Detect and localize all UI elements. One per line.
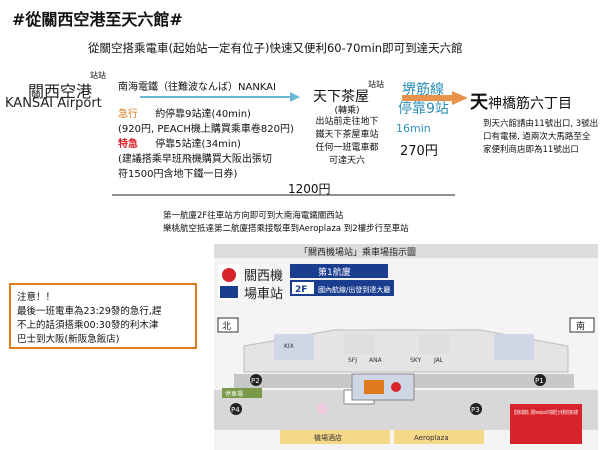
notice-heading: 注意！！ — [17, 292, 56, 303]
destination-station-name: 天神橋筋六丁目 — [470, 88, 572, 114]
express-route: 急行 約停靠9站達(40min) — [118, 105, 251, 120]
terminal-2-shuttle-note — [510, 404, 582, 444]
tokkyu-route: 特急 停靠5站達(34min) — [118, 135, 241, 150]
total-bracket-line — [112, 194, 455, 196]
express-desc: 約停靠9站達(40min) — [155, 109, 251, 120]
terminal-2-note: 樂桃航空抵達第二航廈搭乘接駁車到Aeroplaza 到2樓步行至車站 — [163, 224, 409, 234]
tokkyu-desc: 停靠5站達(34min) — [155, 139, 241, 150]
sakaisuji-line-name: 堺筋線 — [402, 82, 444, 98]
express-fare: (920円, PEACH機上購買乘車卷820円) — [118, 124, 294, 135]
map-red-note: 抵達第2航廈後，請從Aeroplaza1F的接駁巴士(免費)前往第1航廈 — [514, 409, 578, 416]
notice-line: 巴士到大阪(新阪急飯店) — [17, 334, 120, 345]
map-sfj: SFJ — [348, 357, 357, 364]
tokkyu-label: 特急 — [118, 139, 138, 150]
station-map: 「關西機場站」乘車場指示圖 關西機 場車站 第1航廈 2F 國內航線/出發到達大… — [214, 244, 598, 450]
tenga-note-line: 可達天六 — [328, 156, 366, 166]
parking-icon — [534, 374, 546, 386]
sakaisuji-time: 16min — [396, 122, 431, 135]
arrow-right-icon — [402, 91, 468, 105]
map-bus-stop: 停車場 — [225, 390, 243, 398]
map-jal: JAL — [433, 357, 444, 364]
destination-prefix: 天 — [470, 92, 488, 113]
tenga-note-line: 出站前走往地下 — [315, 117, 379, 127]
origin-station-mark: 站站 — [90, 71, 106, 80]
origin-station-name: 關西空港 — [28, 82, 93, 101]
express-label: 急行 — [118, 109, 138, 120]
tokkyu-note-1: (建議搭乘早班飛機購買大阪出張切 — [118, 154, 272, 165]
parking-icon — [250, 374, 262, 386]
map-sky: SKY — [410, 357, 422, 364]
notice-line: 不上的話須搭乘00:30發的利木津 — [17, 320, 159, 331]
origin-station-name-en: KANSAI Airport — [5, 96, 102, 111]
jr-logo-icon — [220, 286, 238, 298]
parking-icon — [230, 403, 242, 415]
map-logo-bottom: 場車站 — [244, 287, 283, 302]
tenga-note-line: 鐵天下茶屋車站 — [315, 130, 379, 140]
arrow-right-icon — [140, 92, 300, 102]
flower-icon — [317, 404, 327, 414]
nankai-line-title: 南海電鐵（往難波なんば）NANKAI — [118, 82, 276, 93]
map-aeroplaza: Aeroplaza — [414, 434, 449, 442]
tenga-station-mark: 站站 — [368, 80, 384, 89]
map-parking-4: P3 — [471, 406, 480, 414]
nankai-logo-icon — [222, 268, 236, 282]
notice-box: 注意！！ 最後一班電車為23:29發的急行,趕 不上的話須搭乘00:30發的利木… — [9, 283, 197, 349]
destination-name: 神橋筋六丁目 — [488, 96, 572, 112]
map-parking-3: P1 — [535, 377, 544, 385]
map-ana: ANA — [369, 357, 383, 364]
notice-line: 最後一班電車為23:29發的急行,趕 — [17, 306, 162, 317]
station-marker-icon — [391, 382, 401, 392]
sakaisuji-fare: 270円 — [400, 144, 438, 159]
total-fare: 1200円 — [288, 182, 331, 196]
map-terminal: 第1航廈 — [318, 266, 351, 278]
terminal-1-note: 第一航廈2F往車站方向即可到大南海電鐵關西站 — [163, 211, 344, 221]
tenga-station-name: 天下茶屋 — [313, 89, 369, 105]
destination-note: 口有電梯, 過兩次大馬路至全 — [483, 132, 591, 142]
tenga-transfer-note: (轉乘) — [334, 106, 360, 116]
map-parking-1: P2 — [251, 377, 260, 385]
tenga-note-line: 任何一班電車都 — [315, 143, 379, 153]
map-floor-desc: 國內航線/出發到達大廳 — [318, 285, 390, 294]
page-title: #從關西空港至天六館# — [12, 10, 183, 29]
tokkyu-note-2: 符1500円含地下鐵一日券) — [118, 169, 238, 180]
map-north: 北 — [222, 321, 231, 332]
map-floor: 2F — [295, 285, 307, 295]
destination-note: 到天六館請由11號出口, 3號出 — [483, 119, 599, 129]
map-hotel: 機場酒店 — [314, 433, 342, 442]
map-logo-top: 關西機 — [244, 269, 283, 284]
map-parking-2: P4 — [231, 406, 240, 414]
sakaisuji-stops: 停靠9站 — [398, 101, 449, 117]
parking-icon — [470, 403, 482, 415]
page-subtitle: 從關空搭乘電車(起始站一定有位子)快速又便利60-70min即可到達天六館 — [88, 41, 463, 55]
map-ticket-machine: KIX — [284, 343, 294, 350]
station-icon — [364, 380, 384, 394]
destination-note: 家便利商店即為11號出口 — [483, 145, 579, 155]
map-header: 「關西機場站」乘車場指示圖 — [299, 246, 416, 258]
map-south: 南 — [576, 320, 585, 332]
